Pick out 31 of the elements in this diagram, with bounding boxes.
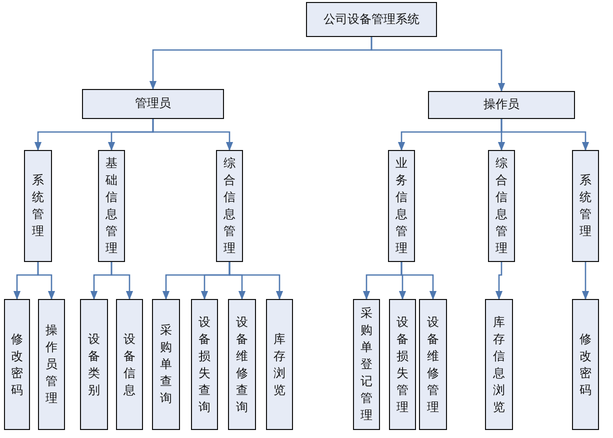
arrow xyxy=(152,119,234,151)
function-box: 设备类别 xyxy=(80,299,108,430)
module-box: 基础信息管理 xyxy=(98,150,125,262)
function-box: 设备信息 xyxy=(116,299,143,430)
role-box: 操作员 xyxy=(428,91,575,119)
function-box: 库存浏览 xyxy=(266,299,293,430)
arrow xyxy=(110,262,134,300)
arrow xyxy=(500,119,590,151)
function-box: 修改密码 xyxy=(4,299,30,430)
function-box: 修改密码 xyxy=(572,299,599,430)
module-box: 系统管理 xyxy=(24,150,52,262)
arrow xyxy=(370,37,506,92)
title-box: 公司设备管理系统 xyxy=(306,2,437,37)
module-box: 业务信息管理 xyxy=(388,150,415,262)
function-box: 采购单查询 xyxy=(152,299,180,430)
arrow xyxy=(400,262,437,300)
module-box: 综合信息管理 xyxy=(488,150,515,262)
arrow xyxy=(582,262,590,300)
function-box: 设备维修管理 xyxy=(419,299,447,430)
function-box: 操作员管理 xyxy=(38,299,65,430)
module-box: 系统管理 xyxy=(572,150,599,262)
role-box: 管理员 xyxy=(82,89,224,119)
function-box: 设备损失管理 xyxy=(389,299,416,430)
arrow xyxy=(37,262,56,300)
function-box: 设备损失查询 xyxy=(191,299,218,430)
arrow xyxy=(228,262,284,300)
arrow xyxy=(495,262,503,300)
function-box: 库存信息浏览 xyxy=(485,299,513,430)
function-box: 采购单登记管理 xyxy=(353,299,380,430)
module-box: 综合信息管理 xyxy=(216,150,243,262)
function-box: 设备维修查询 xyxy=(228,299,256,430)
